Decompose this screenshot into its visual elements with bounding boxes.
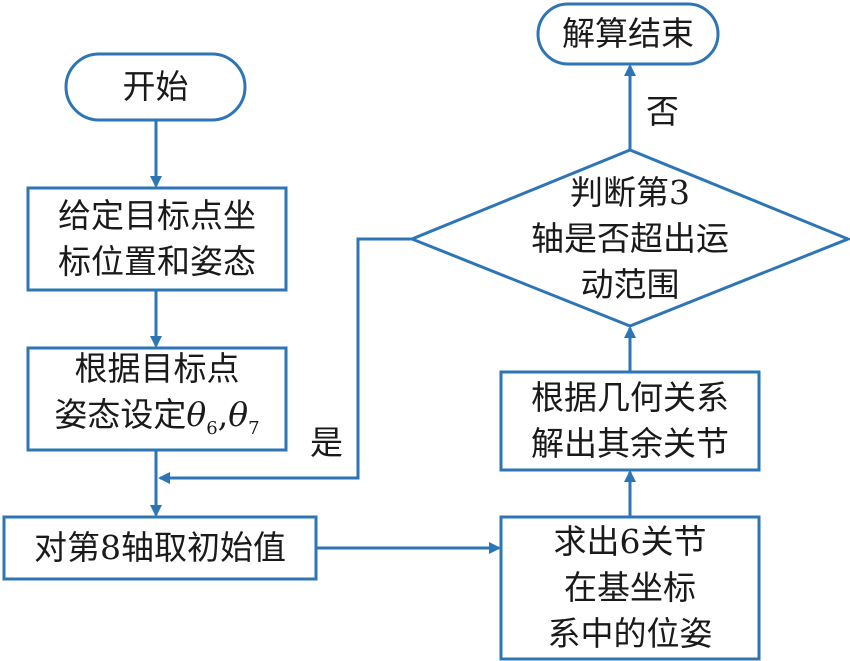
set-pose-label-box: 根据目标点 姿态设定θ6,θ7: [28, 348, 286, 450]
decision-label-box: 判断第3 轴是否超出运 动范围: [500, 164, 760, 314]
start-label: 开始: [122, 67, 189, 106]
solve-rest-label-box: 根据几何关系 解出其余关节: [501, 372, 759, 470]
theta7-symbol: θ: [228, 395, 249, 434]
edge-label-yes: 是: [310, 423, 343, 462]
solve-6joint-line1: 求出6关节: [553, 522, 707, 561]
set-pose-line1: 根据目标点: [74, 349, 240, 388]
edge-label-no: 否: [646, 92, 679, 131]
solve-rest-line2: 解出其余关节: [531, 424, 729, 463]
theta6-symbol: θ: [186, 395, 207, 434]
theta6-subscript: 6: [206, 418, 218, 439]
given-target-line1: 给定目标点坐: [58, 196, 256, 235]
set-pose-line2: 姿态设定θ6,θ7: [54, 392, 259, 452]
solve-rest-line1: 根据几何关系: [531, 378, 729, 417]
solve-6joint-line3: 系中的位姿: [547, 614, 713, 653]
decision-line2: 轴是否超出运: [531, 219, 729, 258]
init-axis8-label: 对第8轴取初始值: [34, 528, 286, 567]
start-label-box: 开始: [66, 54, 245, 120]
theta7-subscript: 7: [248, 418, 260, 439]
edge-decision-yes-loop: [158, 237, 412, 484]
given-target-line2: 标位置和姿态: [58, 242, 256, 281]
end-label: 解算结束: [562, 14, 694, 53]
init-axis8-label-box: 对第8轴取初始值: [4, 517, 316, 579]
given-target-label-box: 给定目标点坐 标位置和姿态: [28, 188, 286, 290]
solve-6joint-line2: 在基坐标: [564, 568, 696, 607]
decision-line3: 动范围: [580, 265, 680, 304]
decision-line1: 判断第3: [570, 173, 690, 212]
end-label-box: 解算结束: [538, 4, 718, 64]
theta-comma: ,: [217, 395, 229, 434]
solve-6joint-label-box: 求出6关节 在基坐标 系中的位姿: [501, 517, 759, 659]
set-pose-line2-prefix: 姿态设定: [54, 395, 187, 434]
